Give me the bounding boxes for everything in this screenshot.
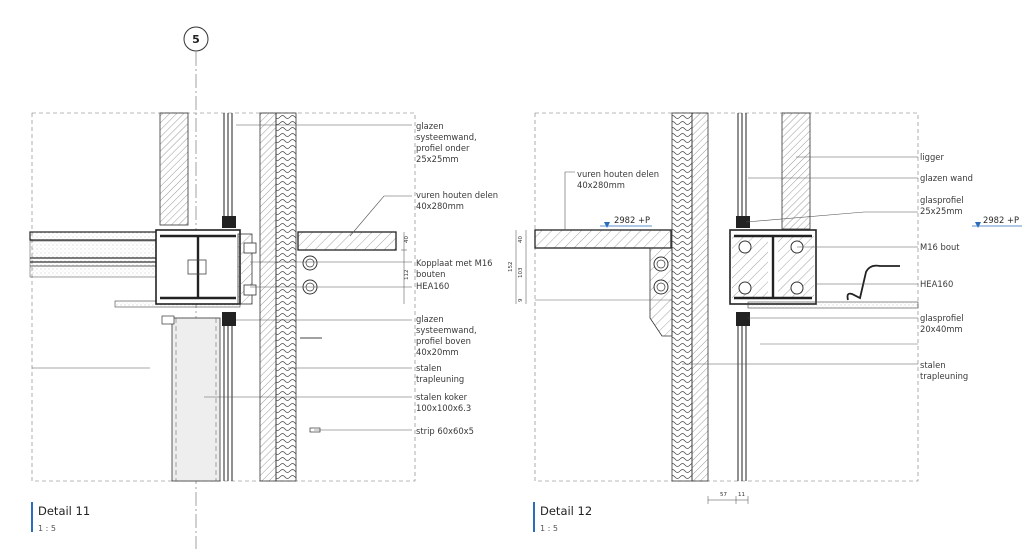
railing-wood bbox=[671, 112, 693, 482]
level-marker-right: 2982 +P bbox=[972, 215, 1022, 228]
detail-12-scale: 1 : 5 bbox=[540, 524, 558, 533]
detail-12-title: Detail 12 bbox=[540, 504, 592, 518]
railing-post bbox=[691, 112, 709, 482]
wood-planks bbox=[534, 229, 672, 249]
label-glass-profile-bottom: glazen systeemwand, profiel onder 25x25m… bbox=[416, 121, 479, 164]
leader-lines bbox=[564, 156, 918, 365]
dimension-11: 11 bbox=[738, 492, 745, 498]
railing-wood bbox=[275, 112, 297, 482]
leader-lines bbox=[32, 124, 412, 431]
label-glass-wall: glazen wand bbox=[920, 173, 973, 183]
label-beam: ligger bbox=[920, 152, 944, 162]
label-glass-profile-bottom: glasprofiel 20x40mm bbox=[920, 313, 966, 334]
level-label-left: 2982 +P bbox=[614, 215, 650, 225]
label-steel-railing: stalen trapleuning bbox=[416, 363, 464, 384]
label-steel-box: stalen koker 100x100x6.3 bbox=[416, 392, 471, 413]
glass-profile-bottom bbox=[222, 216, 236, 228]
detail-11-scale: 1 : 5 bbox=[38, 524, 56, 533]
hea160-profile bbox=[729, 229, 817, 305]
detail-11-title: Detail 11 bbox=[38, 504, 90, 518]
bolt-head bbox=[243, 242, 257, 254]
bolt-circle bbox=[653, 279, 669, 295]
railing-post bbox=[259, 112, 277, 482]
concrete-wall-upper bbox=[159, 112, 189, 226]
bolt-circle bbox=[302, 255, 318, 271]
label-steel-railing: stalen trapleuning bbox=[920, 360, 968, 381]
grid-label: 5 bbox=[192, 33, 200, 46]
detail-11: 40 112 glazen systeemwand, profiel onder… bbox=[29, 112, 501, 533]
dimension-103: 103 bbox=[518, 267, 524, 278]
label-wood-planks: vuren houten delen 40x280mm bbox=[416, 190, 501, 211]
title-accent-bar bbox=[533, 502, 535, 532]
label-glass-profile-top: glazen systeemwand, profiel boven 40x20m… bbox=[416, 314, 479, 357]
dimension-152: 152 bbox=[508, 262, 514, 273]
floor-insulation bbox=[29, 240, 159, 278]
bolt-head bbox=[243, 284, 257, 296]
wood-planks bbox=[297, 231, 397, 251]
grid-bubble bbox=[183, 26, 209, 52]
level-label-right: 2982 +P bbox=[983, 215, 1019, 225]
label-hea160: HEA160 bbox=[920, 279, 953, 289]
dimension-9: 9 bbox=[518, 298, 524, 302]
level-marker-left: 2982 +P bbox=[600, 215, 652, 228]
dimension-57: 57 bbox=[720, 492, 727, 498]
bolt-circle bbox=[653, 256, 669, 272]
steel-box-column bbox=[171, 317, 221, 482]
floor-finish-strip bbox=[747, 301, 919, 309]
glass-profile-top bbox=[736, 216, 750, 228]
label-hea160: HEA160 bbox=[416, 281, 449, 291]
glass-profile-top bbox=[222, 312, 236, 326]
glass-wall bbox=[222, 113, 236, 481]
label-strip: strip 60x60x5 bbox=[416, 426, 474, 436]
label-glass-profile-top: glasprofiel 25x25mm bbox=[920, 195, 966, 216]
dimension-40: 40 bbox=[518, 236, 524, 243]
label-wood-planks: vuren houten delen 40x280mm bbox=[577, 169, 662, 190]
floor-slab bbox=[29, 231, 159, 241]
title-accent-bar bbox=[31, 502, 33, 532]
glass-wall bbox=[736, 113, 750, 481]
gutter-profile bbox=[846, 264, 900, 301]
label-coupling-plate: Kopplaat met M16 bouten bbox=[416, 258, 495, 279]
dimension-112: 112 bbox=[404, 270, 410, 281]
detail-12: 2982 +P 2982 +P 40 152 103 9 57 11 bbox=[508, 112, 1022, 533]
glass-profile-bottom bbox=[736, 312, 750, 326]
label-m16-bolt: M16 bout bbox=[920, 242, 960, 252]
dimension-40: 40 bbox=[404, 236, 410, 243]
beam bbox=[781, 112, 811, 230]
hea160-profile bbox=[155, 229, 241, 305]
